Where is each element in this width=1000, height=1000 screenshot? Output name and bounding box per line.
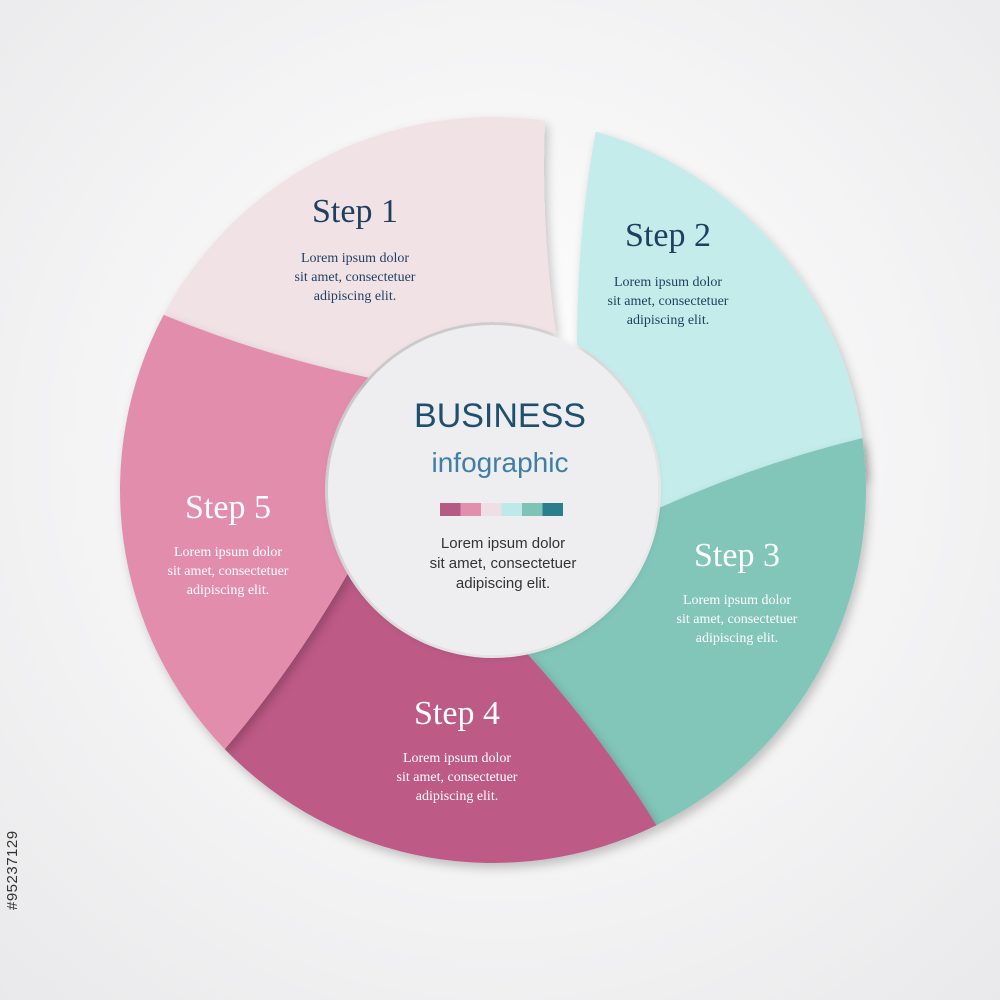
step-4-body-line-2: sit amet, consectetuer: [397, 770, 518, 785]
color-palette-bar: [440, 503, 563, 516]
step-5-body-line-2: sit amet, consectetuer: [168, 564, 289, 579]
step-3-body-line-2: sit amet, consectetuer: [677, 612, 798, 627]
center-body-line-1: Lorem ipsum dolor: [441, 535, 565, 552]
step-2-segment: Step 2 Lorem ipsum dolor sit amet, consect…: [577, 131, 866, 525]
step-2-body-line-2: sit amet, consectetuer: [608, 294, 729, 309]
step-4-segment: Step 4 Lorem ipsum dolor sit amet, consect…: [224, 574, 657, 864]
stock-id-label: #95237129: [4, 830, 21, 910]
step-4-body-line-1: Lorem ipsum dolor: [403, 751, 511, 766]
step-1-segment: Step 1 Lorem ipsum dolor sit amet, consect…: [157, 117, 556, 383]
palette-swatch-1: [440, 503, 461, 516]
step-1-body-line-2: sit amet, consectetuer: [295, 270, 416, 285]
step-5-shape: [120, 314, 369, 750]
palette-swatch-4: [501, 503, 522, 516]
center-circle: [328, 325, 658, 655]
step-4-body-line-3: adipiscing elit.: [416, 789, 498, 804]
step-4-shape: [224, 574, 657, 864]
step-2-title: Step 2: [625, 217, 711, 254]
step-1-body-line-3: adipiscing elit.: [314, 289, 396, 304]
center-body-line-2: sit amet, consectetuer: [430, 555, 577, 572]
step-5-body-line-3: adipiscing elit.: [187, 583, 269, 598]
center-body-line-3: adipiscing elit.: [456, 575, 550, 592]
center-hub: BUSINESS infographic Lorem ipsum dolor s…: [328, 325, 658, 655]
center-subtitle: infographic: [432, 447, 569, 478]
step-4-title: Step 4: [414, 695, 500, 732]
center-title: BUSINESS: [414, 397, 586, 435]
palette-swatch-3: [481, 503, 502, 516]
step-5-segment: Step 5 Lorem ipsum dolor sit amet, consect…: [120, 314, 369, 750]
step-5-title: Step 5: [185, 489, 271, 526]
palette-swatch-5: [522, 503, 543, 516]
step-2-body-line-1: Lorem ipsum dolor: [614, 275, 722, 290]
step-1-body-line-1: Lorem ipsum dolor: [301, 251, 409, 266]
step-3-body-line-1: Lorem ipsum dolor: [683, 593, 791, 608]
step-3-title: Step 3: [694, 537, 780, 574]
step-5-body-line-1: Lorem ipsum dolor: [174, 545, 282, 560]
step-3-body-line-3: adipiscing elit.: [696, 631, 778, 646]
step-2-body-line-3: adipiscing elit.: [627, 313, 709, 328]
step-1-shape: [157, 117, 556, 383]
step-3-segment: Step 3 Lorem ipsum dolor sit amet, consect…: [527, 438, 866, 826]
palette-swatch-2: [460, 503, 481, 516]
step-1-title: Step 1: [312, 193, 398, 230]
step-3-shape: [527, 438, 866, 826]
step-2-shape: [577, 131, 866, 525]
palette-swatch-6: [542, 503, 563, 516]
